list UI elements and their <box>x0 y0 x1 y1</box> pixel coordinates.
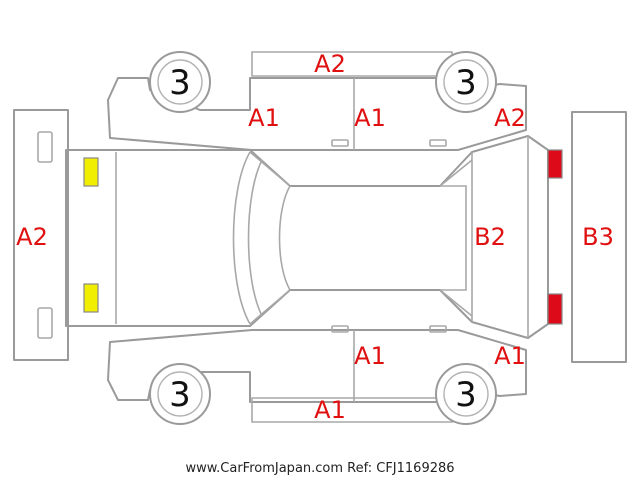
rear-bumper <box>571 111 627 363</box>
code-roof-front-right: A1 <box>354 104 386 132</box>
wheel-rear-right: 3 <box>435 363 497 425</box>
code-roof-front-left: A1 <box>248 104 280 132</box>
code-front-bumper: A2 <box>16 223 48 251</box>
footer-reference: www.CarFromJapan.com Ref: CFJ1169286 <box>185 461 454 476</box>
wheel-front-right-label: 3 <box>169 375 191 415</box>
wheel-rear-right-label: 3 <box>455 375 477 415</box>
front-lamp-top <box>83 157 99 187</box>
code-bottom-quarter: A1 <box>494 342 526 370</box>
code-bottom-sill: A1 <box>314 396 346 424</box>
code-rear-glass: B2 <box>474 223 506 251</box>
wheel-front-left: 3 <box>149 51 211 113</box>
front-lamp-bottom <box>83 283 99 313</box>
front-bumper <box>13 109 69 361</box>
code-rear-quarter-top: A2 <box>494 104 526 132</box>
rear-lamp-top <box>547 149 563 179</box>
wheel-rear-left-label: 3 <box>455 63 477 103</box>
wheel-front-left-label: 3 <box>169 63 191 103</box>
wheel-rear-left: 3 <box>435 51 497 113</box>
wheel-front-right: 3 <box>149 363 211 425</box>
rear-lamp-bottom <box>547 293 563 325</box>
code-top-bumper-rear: A2 <box>314 50 346 78</box>
code-rear-bumper: B3 <box>582 223 614 251</box>
code-bottom-door-rear: A1 <box>354 342 386 370</box>
